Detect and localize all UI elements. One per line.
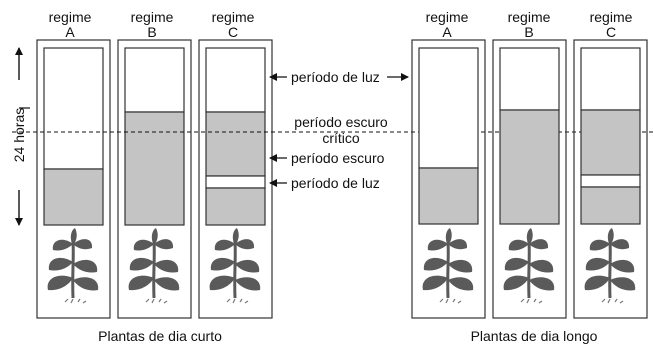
label-light-period-top: período de luz xyxy=(291,69,380,85)
left-regime-a-label-line1: regime xyxy=(49,9,92,25)
left-b-dark-period xyxy=(124,111,185,226)
center-labels: período de luz período escuro crítico pe… xyxy=(269,69,409,191)
left-regime-headers: regime A regime B regime C xyxy=(49,9,255,40)
left-a-dark-period xyxy=(43,168,104,226)
right-c-light-interruption xyxy=(580,174,641,188)
right-c-light-period xyxy=(580,47,641,111)
caption-long-day-plants: Plantas de dia longo xyxy=(471,328,598,344)
left-regime-c-label-line2: C xyxy=(228,24,238,40)
right-regime-c-label-line1: regime xyxy=(590,9,633,25)
left-regime-c-label-line1: regime xyxy=(212,9,255,25)
label-light-period-bottom: período de luz xyxy=(291,175,380,191)
left-b-light-period xyxy=(124,47,185,113)
left-c-light-interruption xyxy=(205,175,266,189)
left-panel-a xyxy=(36,39,111,319)
left-c-dark-period-1 xyxy=(205,111,266,177)
right-regime-a-label-line2: A xyxy=(442,24,452,40)
right-regime-b-label-line1: regime xyxy=(508,9,551,25)
hours-axis: 24 horas xyxy=(11,47,30,226)
right-a-plant xyxy=(421,226,475,305)
right-regime-b-label-line2: B xyxy=(524,24,533,40)
label-critical-line2: crítico xyxy=(322,130,360,146)
right-panel-b xyxy=(492,39,567,319)
right-a-light-period xyxy=(418,47,479,169)
caption-short-day-plants: Plantas de dia curto xyxy=(98,328,222,344)
right-b-dark-period xyxy=(499,109,560,225)
right-b-light-period xyxy=(499,47,560,111)
left-c-light-period xyxy=(205,47,266,113)
right-regime-headers: regime A regime B regime C xyxy=(426,9,633,40)
left-c-plant xyxy=(208,226,262,305)
left-a-light-period xyxy=(43,47,104,170)
hours-axis-label: 24 horas xyxy=(11,108,27,162)
left-c-dark-period-2 xyxy=(205,187,266,226)
left-regime-a-label-line2: A xyxy=(65,24,75,40)
right-panel-c xyxy=(573,39,648,319)
right-c-dark-period-2 xyxy=(580,186,641,225)
label-dark-period: período escuro xyxy=(291,150,385,166)
right-regime-c-label-line2: C xyxy=(606,24,616,40)
left-panel-c xyxy=(198,39,273,319)
right-c-plant xyxy=(583,226,637,305)
label-critical-line1: período escuro xyxy=(294,114,388,130)
right-a-dark-period xyxy=(418,167,479,225)
left-regime-b-label-line2: B xyxy=(147,24,156,40)
right-c-dark-period-1 xyxy=(580,109,641,176)
left-regime-b-label-line1: regime xyxy=(131,9,174,25)
right-panel-a xyxy=(411,39,486,319)
right-b-plant xyxy=(502,226,556,305)
left-b-plant xyxy=(127,226,181,305)
left-a-plant xyxy=(46,226,100,305)
left-panel-b xyxy=(117,39,192,319)
right-regime-a-label-line1: regime xyxy=(426,9,469,25)
